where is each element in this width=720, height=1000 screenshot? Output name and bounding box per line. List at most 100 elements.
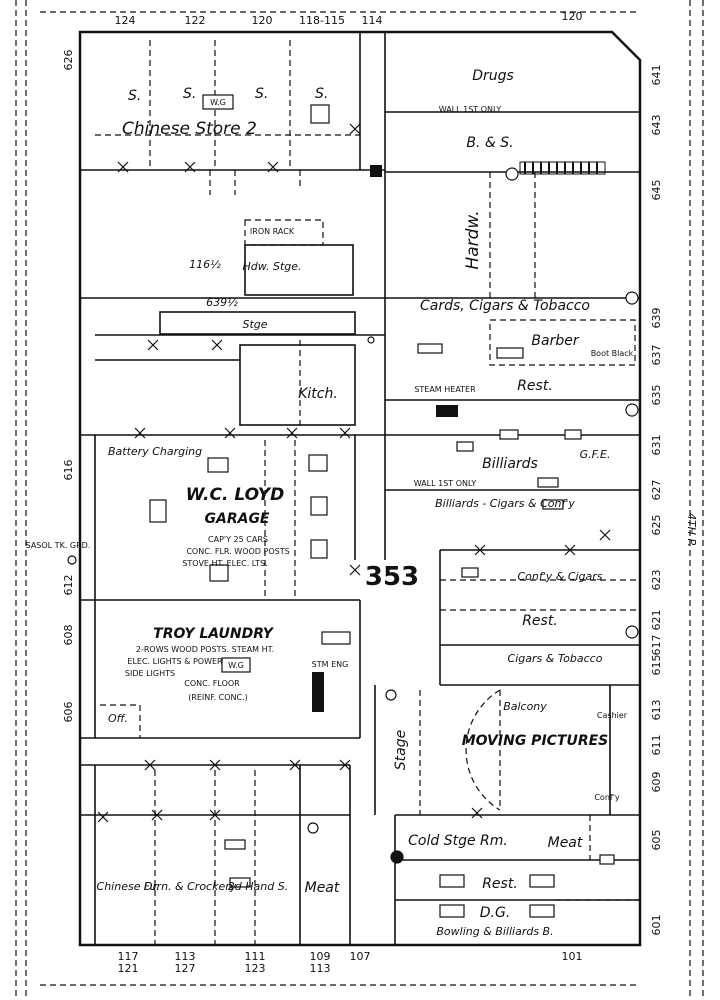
svg-text:113: 113: [175, 950, 196, 963]
svg-text:WALL 1ST ONLY: WALL 1ST ONLY: [439, 105, 502, 114]
svg-text:STM ENG: STM ENG: [312, 660, 349, 669]
svg-text:WALL 1ST ONLY: WALL 1ST ONLY: [414, 479, 477, 488]
svg-text:2d Hand S.: 2d Hand S.: [228, 880, 288, 893]
svg-text:118-115: 118-115: [299, 14, 345, 27]
svg-text:Boot Black: Boot Black: [591, 349, 634, 358]
svg-text:107: 107: [350, 950, 371, 963]
svg-text:606: 606: [62, 702, 75, 723]
svg-text:Cards, Cigars & Tobacco: Cards, Cigars & Tobacco: [420, 298, 590, 314]
svg-text:116½: 116½: [189, 258, 221, 271]
svg-text:623: 623: [650, 570, 663, 591]
svg-text:123: 123: [245, 962, 266, 975]
building-labels: S. S. S. S. Chinese Store 2 Drugs B. & S…: [26, 68, 634, 938]
svg-text:Off.: Off.: [108, 712, 128, 725]
svg-text:117: 117: [118, 950, 139, 963]
svg-text:617: 617: [650, 635, 663, 656]
svg-text:627: 627: [650, 480, 663, 501]
svg-text:Conf'y: Conf'y: [594, 793, 620, 802]
svg-text:Furn. & Crockery: Furn. & Crockery: [144, 880, 237, 893]
svg-text:639: 639: [650, 308, 663, 329]
wg-label: W.G: [210, 98, 226, 107]
svg-text:Kitch.: Kitch.: [298, 386, 338, 402]
svg-text:Billiards: Billiards: [482, 456, 538, 472]
svg-text:W.C. LOYD: W.C. LOYD: [186, 485, 284, 505]
svg-text:101: 101: [562, 950, 583, 963]
dark-features: [312, 161, 606, 712]
svg-text:STEAM HEATER: STEAM HEATER: [414, 385, 476, 394]
svg-text:Conf'y & Cigars: Conf'y & Cigars: [517, 570, 602, 583]
svg-text:Cigars & Tobacco: Cigars & Tobacco: [508, 652, 603, 665]
block-number: 353: [365, 562, 419, 592]
svg-text:Meat: Meat: [305, 880, 340, 896]
svg-text:SIDE LIGHTS: SIDE LIGHTS: [125, 669, 175, 678]
svg-text:113: 113: [310, 962, 331, 975]
building-walls: [80, 32, 640, 945]
svg-text:605: 605: [650, 830, 663, 851]
svg-text:(REINF. CONC.): (REINF. CONC.): [188, 693, 248, 702]
svg-text:611: 611: [650, 735, 663, 756]
svg-text:635: 635: [650, 385, 663, 406]
svg-text:Rest.: Rest.: [517, 378, 553, 394]
svg-text:Hardw.: Hardw.: [463, 210, 483, 269]
svg-text:MOVING PICTURES: MOVING PICTURES: [462, 733, 609, 749]
svg-text:IRON RACK: IRON RACK: [250, 227, 295, 236]
svg-text:TROY LAUNDRY: TROY LAUNDRY: [153, 626, 275, 642]
svg-text:111: 111: [245, 950, 266, 963]
svg-text:612: 612: [62, 575, 75, 596]
svg-text:Bowling & Billiards B.: Bowling & Billiards B.: [436, 925, 553, 938]
svg-text:127: 127: [175, 962, 196, 975]
svg-text:Battery Charging: Battery Charging: [108, 445, 202, 458]
svg-text:Stage: Stage: [393, 730, 409, 770]
bottom-address-numbers: 117 121 113 127 111 123 109 113 107 101: [118, 950, 583, 975]
wall-markers: [97, 123, 611, 823]
balcony-arc: [465, 689, 501, 811]
svg-text:Billiards - Cigars & Conf'y: Billiards - Cigars & Conf'y: [435, 497, 575, 510]
svg-text:114: 114: [362, 14, 383, 27]
svg-text:Hdw. Stge.: Hdw. Stge.: [242, 260, 301, 273]
left-address-numbers: 626 616 612 608 606: [62, 50, 75, 723]
margin-lines: [15, 0, 704, 1000]
svg-text:601: 601: [650, 915, 663, 936]
wg-boxes: W.G W.G: [149, 94, 555, 918]
svg-text:643: 643: [650, 115, 663, 136]
svg-text:120: 120: [562, 10, 583, 23]
svg-text:B. & S.: B. & S.: [466, 135, 513, 151]
right-address-numbers: 641 643 645 639 637 635 631 627 625 623 …: [650, 65, 663, 936]
svg-text:CAP'Y 25 CARS: CAP'Y 25 CARS: [208, 535, 268, 544]
svg-text:CONC. FLOOR: CONC. FLOOR: [184, 679, 240, 688]
svg-text:626: 626: [62, 50, 75, 71]
svg-text:STOVE HT. ELEC. LTS.: STOVE HT. ELEC. LTS.: [182, 559, 267, 568]
svg-text:120: 120: [252, 14, 273, 27]
svg-text:S.: S.: [255, 86, 268, 102]
svg-text:Meat: Meat: [548, 835, 583, 851]
svg-text:625: 625: [650, 515, 663, 536]
svg-text:D.G.: D.G.: [480, 905, 511, 921]
svg-text:616: 616: [62, 460, 75, 481]
svg-text:GARAGE: GARAGE: [205, 511, 270, 527]
svg-text:Stge: Stge: [242, 318, 267, 331]
svg-text:Rest.: Rest.: [522, 613, 558, 629]
svg-text:Barber: Barber: [531, 333, 579, 349]
street-label: 4TH P.: [685, 513, 698, 547]
svg-text:ELEC. LIGHTS & POWER: ELEC. LIGHTS & POWER: [127, 657, 223, 666]
svg-text:S.: S.: [128, 88, 141, 104]
wg-label: W.G: [228, 661, 244, 670]
svg-text:S.: S.: [183, 86, 196, 102]
svg-text:121: 121: [118, 962, 139, 975]
partitions: [95, 40, 640, 945]
svg-text:609: 609: [650, 772, 663, 793]
svg-text:S.: S.: [315, 86, 328, 102]
svg-text:Cashier: Cashier: [597, 711, 628, 720]
svg-text:631: 631: [650, 435, 663, 456]
svg-text:CONC. FLR. WOOD POSTS: CONC. FLR. WOOD POSTS: [186, 547, 289, 556]
block-outline: [78, 30, 642, 947]
svg-text:122: 122: [185, 14, 206, 27]
svg-text:G.F.E.: G.F.E.: [580, 448, 611, 461]
svg-text:Drugs: Drugs: [472, 68, 514, 84]
circle-markers: [67, 167, 639, 864]
svg-text:109: 109: [310, 950, 331, 963]
svg-text:Chinese Dr.: Chinese Dr.: [97, 880, 160, 893]
svg-text:637: 637: [650, 345, 663, 366]
top-address-numbers: 124 122 120 118-115 114 120: [115, 10, 583, 27]
